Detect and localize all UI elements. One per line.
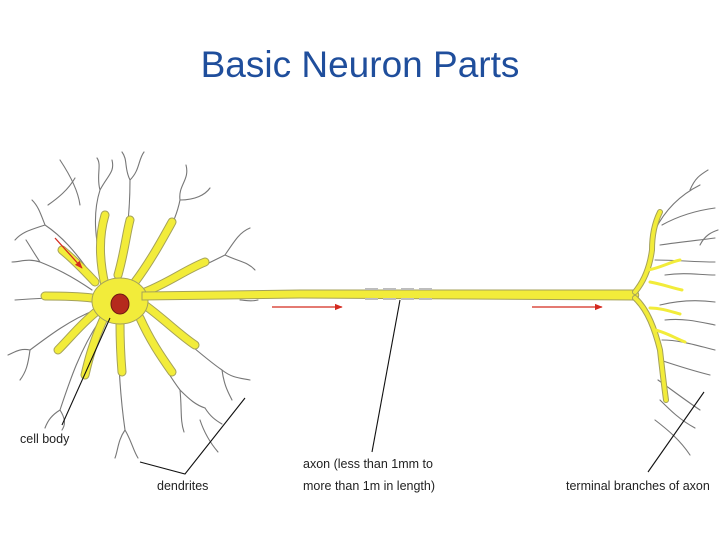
pointer-lines xyxy=(61,299,705,475)
arrow-dendrite-input xyxy=(54,237,83,269)
axon-break-marks xyxy=(365,288,432,300)
label-axon-line-2: more than 1m in length) xyxy=(303,479,435,493)
nucleus xyxy=(110,293,130,315)
signal-arrows xyxy=(54,237,603,311)
slide-title: Basic Neuron Parts xyxy=(200,44,520,85)
axon xyxy=(141,288,640,301)
label-axon-line-1: axon (less than 1mm to xyxy=(303,457,433,471)
label-dendrites: dendrites xyxy=(157,479,208,493)
terminal-branches xyxy=(632,169,719,456)
label-cell-body: cell body xyxy=(20,432,70,446)
label-terminal-branches: terminal branches of axon xyxy=(566,479,710,493)
